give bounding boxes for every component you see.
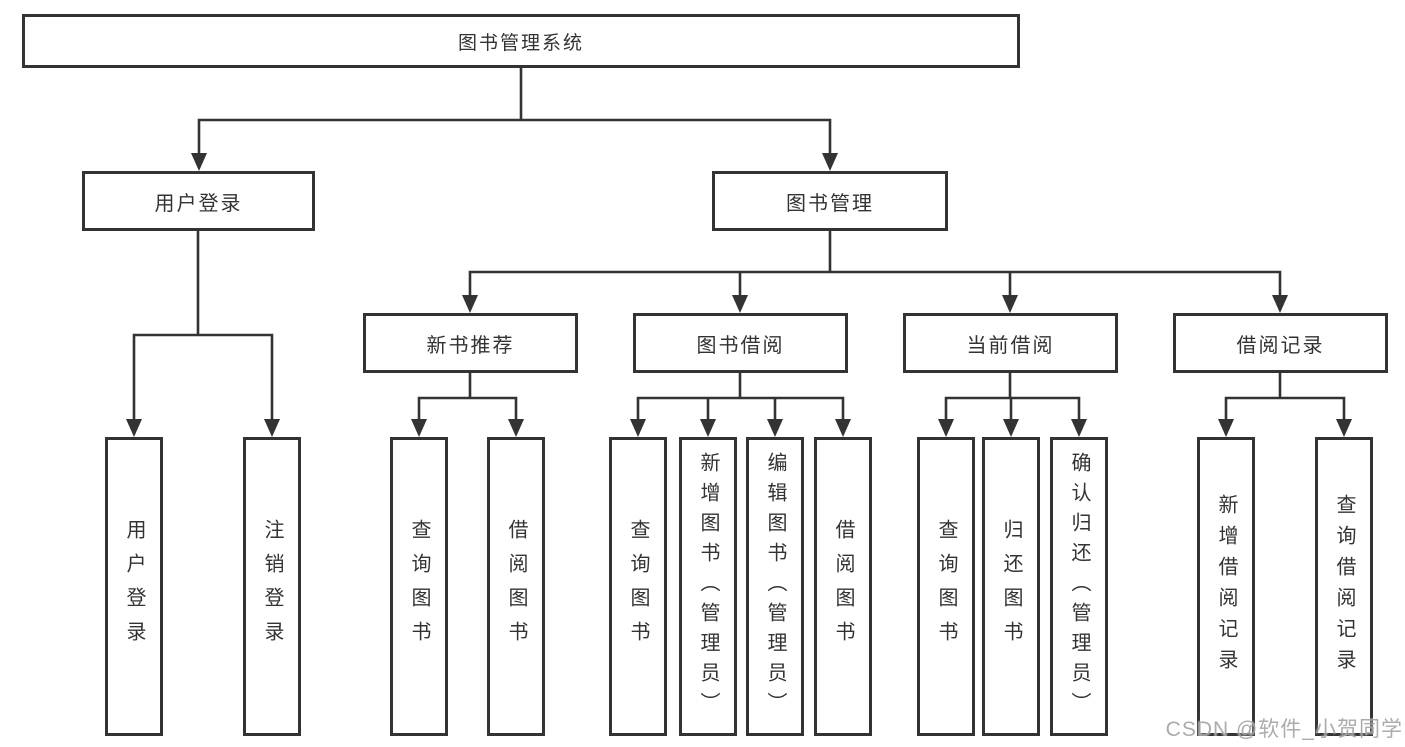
leaf-records-query-record-label: 查询借阅记录 [1333, 493, 1355, 680]
leaf-logout-label: 注销登录 [261, 518, 283, 655]
leaf-current-query-book: 查询图书 [917, 437, 975, 736]
leaf-borrow-borrow-book: 借阅图书 [814, 437, 872, 736]
node-book-manage: 图书管理 [712, 171, 948, 231]
node-book-manage-label: 图书管理 [786, 192, 874, 215]
leaf-borrow-query-book-label: 查询图书 [627, 518, 649, 655]
leaf-current-query-book-label: 查询图书 [935, 518, 957, 655]
node-root: 图书管理系统 [22, 14, 1020, 68]
leaf-recommend-borrow-book-label: 借阅图书 [505, 518, 527, 655]
leaf-recommend-borrow-book: 借阅图书 [487, 437, 545, 736]
leaf-user-login: 用户登录 [105, 437, 163, 736]
leaf-borrow-query-book: 查询图书 [609, 437, 667, 736]
leaf-user-login-label: 用户登录 [123, 518, 145, 655]
leaf-logout: 注销登录 [243, 437, 301, 736]
leaf-recommend-query-book: 查询图书 [390, 437, 448, 736]
leaf-current-return-book-label: 归还图书 [1000, 518, 1022, 655]
node-borrow-records-label: 借阅记录 [1236, 334, 1325, 357]
leaf-records-query-record: 查询借阅记录 [1315, 437, 1373, 736]
leaf-current-confirm-return-admin-label: 确认归还（管理员） [1068, 451, 1090, 722]
leaf-current-return-book: 归还图书 [982, 437, 1040, 736]
leaf-borrow-edit-book-admin-label: 编辑图书（管理员） [764, 451, 786, 722]
watermark: CSDN @软件_小贺同学 [1165, 718, 1403, 741]
node-current-borrow: 当前借阅 [903, 313, 1118, 373]
arrowhead-icons [126, 153, 1352, 437]
leaf-recommend-query-book-label: 查询图书 [408, 518, 430, 655]
leaf-borrow-add-book-admin-label: 新增图书（管理员） [697, 451, 719, 722]
node-new-book-recommend: 新书推荐 [363, 313, 578, 373]
node-new-book-recommend-label: 新书推荐 [426, 334, 515, 357]
leaf-borrow-add-book-admin: 新增图书（管理员） [679, 437, 737, 736]
leaf-current-confirm-return-admin: 确认归还（管理员） [1050, 437, 1108, 736]
leaf-records-add-record: 新增借阅记录 [1197, 437, 1255, 736]
node-root-label: 图书管理系统 [457, 32, 584, 54]
node-current-borrow-label: 当前借阅 [966, 334, 1055, 357]
leaf-borrow-edit-book-admin: 编辑图书（管理员） [746, 437, 804, 736]
leaf-borrow-borrow-book-label: 借阅图书 [832, 518, 854, 655]
node-book-borrow: 图书借阅 [633, 313, 848, 373]
node-borrow-records: 借阅记录 [1173, 313, 1388, 373]
leaf-records-add-record-label: 新增借阅记录 [1215, 493, 1237, 680]
node-book-borrow-label: 图书借阅 [696, 334, 785, 357]
node-user-login: 用户登录 [82, 171, 315, 231]
node-user-login-label: 用户登录 [154, 192, 243, 215]
